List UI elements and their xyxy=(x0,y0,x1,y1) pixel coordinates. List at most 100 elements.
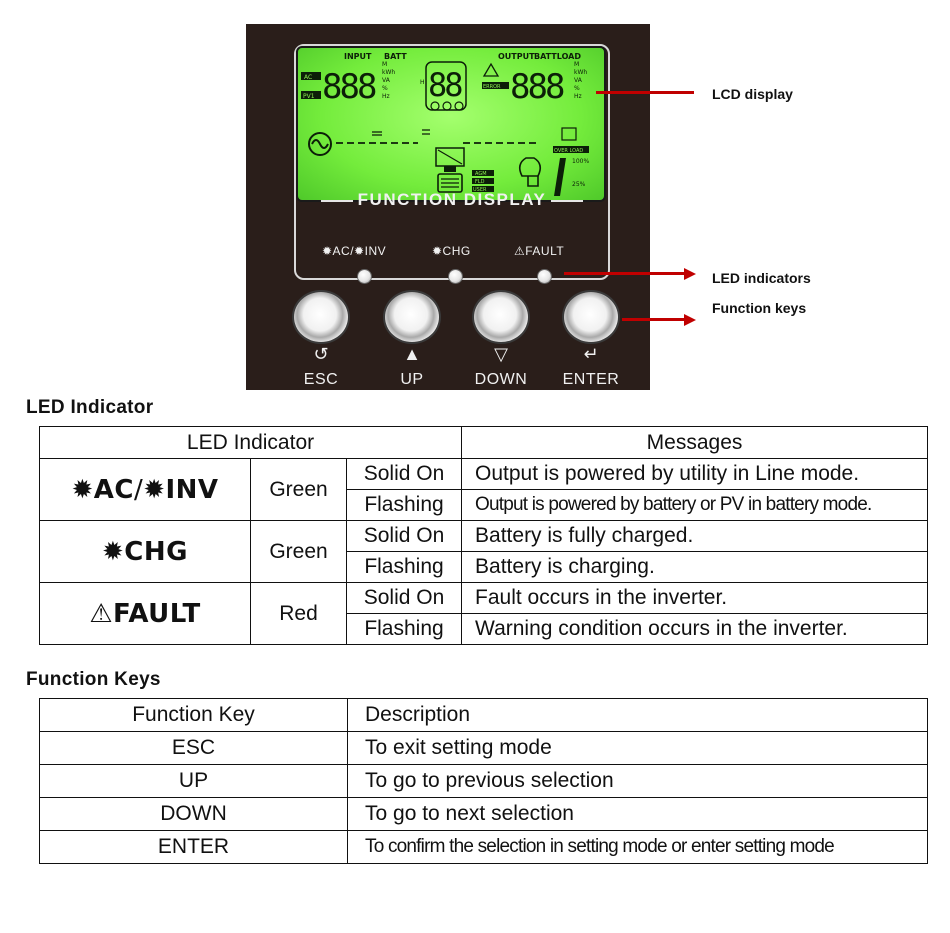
function-key-name: UP xyxy=(39,764,348,798)
function-key-description: To exit setting mode xyxy=(347,731,928,765)
led-message: Battery is fully charged. xyxy=(461,520,929,552)
table-row: Flashing Battery is charging. xyxy=(40,551,929,583)
esc-button[interactable] xyxy=(294,292,348,342)
led-message: Battery is charging. xyxy=(461,551,929,583)
up-triangle-icon: ▲ xyxy=(403,344,421,364)
led-ac-inv xyxy=(358,270,371,283)
function-key-name: ESC xyxy=(39,731,348,765)
led-message: Fault occurs in the inverter. xyxy=(461,582,929,614)
lcd-overload-tag: OVER LOAD xyxy=(554,148,583,154)
lcd-display: INPUT BATT OUTPUT BATTLOAD AC PV1 888 M … xyxy=(296,46,606,202)
table-row: ✹CHG Green Solid On Battery is fully cha… xyxy=(39,520,929,583)
up-button[interactable] xyxy=(385,292,439,342)
lcd-error-tag: ERROR xyxy=(483,84,501,90)
table-row: ⚠FAULT Red Solid On Fault occurs in the … xyxy=(39,582,929,645)
lcd-load-100: 100% xyxy=(572,158,589,165)
led-state: Solid On xyxy=(345,582,463,614)
table-row: Flashing Output is powered by battery or… xyxy=(40,489,929,521)
lcd-unit-left-2: VA xyxy=(382,77,391,84)
led-message: Warning condition occurs in the inverter… xyxy=(461,613,929,645)
down-triangle-icon: ▽ xyxy=(494,344,508,364)
led-color: Red xyxy=(250,582,347,645)
down-key-label: DOWN xyxy=(474,371,528,388)
function-key-description: To go to next selection xyxy=(347,797,928,831)
function-key-name: DOWN xyxy=(39,797,348,831)
table-row: Flashing Warning condition occurs in the… xyxy=(40,613,929,645)
lcd-batt-label: BATT xyxy=(384,52,407,61)
led-state: Solid On xyxy=(345,520,463,552)
table-row: ✹AC/✹INV Green Solid On Output is powere… xyxy=(39,458,929,521)
keys-table-header-description: Description xyxy=(347,698,928,732)
led-fault xyxy=(538,270,551,283)
lcd-unit-left-4: Hz xyxy=(382,93,390,100)
enter-button[interactable] xyxy=(564,292,618,342)
lcd-callout-label: LCD display xyxy=(712,86,793,102)
led-label-ac-inv: ✹AC/✹INV xyxy=(322,244,387,258)
lcd-unit-mid: H xyxy=(420,79,425,86)
table-row: DOWN To go to next selection xyxy=(39,797,928,831)
lcd-ac-tag: AC xyxy=(304,74,312,81)
lcd-digits-right: 888 xyxy=(510,67,564,107)
enter-arrow-icon: ↵ xyxy=(583,344,599,364)
led-callout-line xyxy=(564,272,684,275)
led-name-fault: ⚠FAULT xyxy=(39,582,251,645)
esc-key-label: ESC xyxy=(303,371,339,388)
warning-icon: ⚠ xyxy=(89,598,114,629)
down-button[interactable] xyxy=(474,292,528,342)
led-state: Flashing xyxy=(345,613,463,645)
lcd-batt-type-agm: AGM xyxy=(475,171,487,177)
lcd-unit-right-2: VA xyxy=(574,77,583,84)
sun-icon: ✹ xyxy=(71,474,94,505)
function-key-name: ENTER xyxy=(39,830,348,864)
lcd-batt-type-fld: FLD xyxy=(475,179,485,185)
function-display-label: FUNCTION DISPLAY xyxy=(294,190,610,210)
undo-icon: ↺ xyxy=(313,344,329,364)
lcd-input-label: INPUT xyxy=(344,52,372,61)
led-color: Green xyxy=(250,520,347,583)
table-row: UP To go to previous selection xyxy=(39,764,928,798)
led-color: Green xyxy=(250,458,347,521)
led-callout-label: LED indicators xyxy=(712,270,811,286)
table-row: ESC To exit setting mode xyxy=(39,731,928,765)
function-keys-table: Function Key Description ESC To exit set… xyxy=(39,698,928,864)
lcd-unit-right-3: % xyxy=(574,85,580,92)
led-state: Flashing xyxy=(345,489,463,521)
lcd-unit-left-3: % xyxy=(382,85,388,92)
function-key-description: To confirm the selection in setting mode… xyxy=(347,830,928,864)
keys-table-header-key: Function Key xyxy=(39,698,348,732)
keys-section-title: Function Keys xyxy=(26,669,161,690)
led-table-header-messages: Messages xyxy=(461,426,929,459)
led-message: Output is powered by utility in Line mod… xyxy=(461,458,929,490)
lcd-unit-right-4: Hz xyxy=(574,93,582,100)
led-indicator-table: LED Indicator Messages ✹AC/✹INV Green So… xyxy=(38,426,929,645)
sun-half-icon: ✹ xyxy=(143,474,166,505)
led-name-chg: ✹CHG xyxy=(39,520,251,583)
lcd-pv1-tag: PV1 xyxy=(303,93,315,100)
led-callout-arrow-icon xyxy=(684,268,696,280)
lcd-unit-left-1: kWh xyxy=(382,69,395,76)
keys-callout-label: Function keys xyxy=(712,300,807,316)
led-label-chg: ✹CHG xyxy=(432,244,471,258)
lcd-segments: INPUT BATT OUTPUT BATTLOAD AC PV1 888 M … xyxy=(301,52,589,196)
led-state: Solid On xyxy=(345,458,463,490)
led-state: Flashing xyxy=(345,551,463,583)
led-table-header-indicator: LED Indicator xyxy=(38,426,463,459)
keys-callout-arrow-icon xyxy=(684,314,696,326)
led-label-fault: ⚠FAULT xyxy=(514,244,565,258)
led-section-title: LED Indicator xyxy=(26,397,154,418)
enter-key-label: ENTER xyxy=(562,371,620,388)
function-key-description: To go to previous selection xyxy=(347,764,928,798)
keys-callout-line xyxy=(622,318,684,321)
lcd-batt-type-user: USER xyxy=(473,187,487,193)
lcd-battload-label: BATTLOAD xyxy=(534,52,581,61)
led-name-ac-inv: ✹AC/✹INV xyxy=(39,458,251,521)
led-message: Output is powered by battery or PV in ba… xyxy=(461,489,929,521)
lcd-callout-line xyxy=(596,91,694,94)
lcd-unit-left-0: M xyxy=(382,61,387,68)
lcd-digits-left: 888 xyxy=(322,67,376,107)
led-chg xyxy=(449,270,462,283)
lcd-unit-right-0: M xyxy=(574,61,579,68)
lcd-load-25: 25% xyxy=(572,181,586,188)
sun-icon: ✹ xyxy=(102,536,125,567)
lcd-digits-mid: 88 xyxy=(428,66,462,104)
